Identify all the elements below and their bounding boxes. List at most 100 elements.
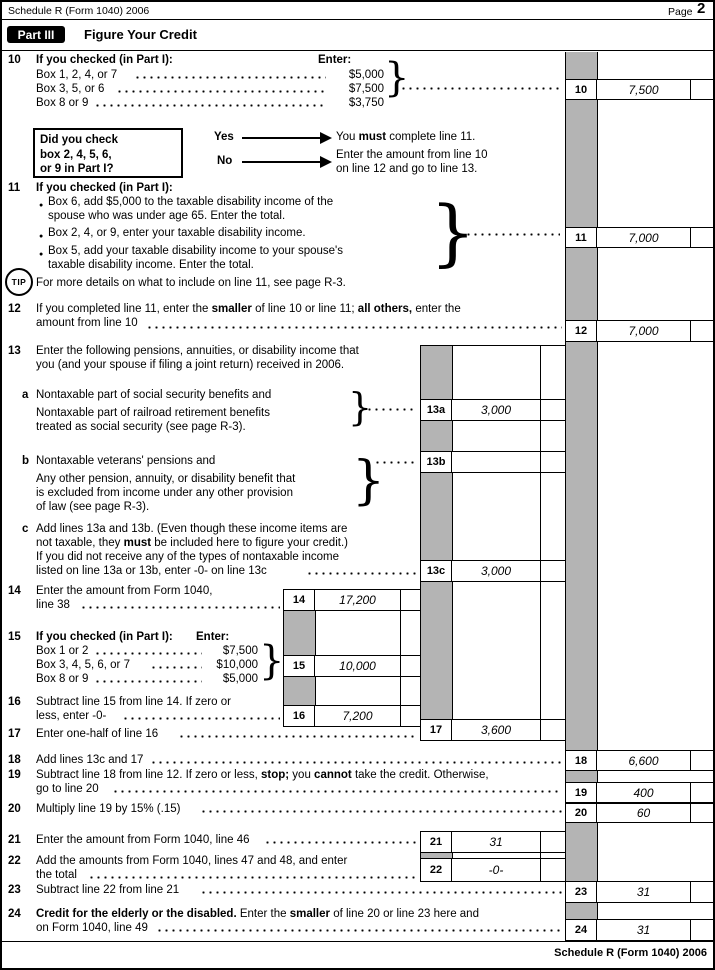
tip-icon: TIP (5, 268, 33, 296)
line10-box-number: 10 (565, 79, 597, 100)
yes-arrow-icon (320, 132, 332, 144)
line14-number: 14 (8, 585, 21, 597)
line18-amount-value: 6,600 (628, 753, 659, 768)
line22-cents-cell[interactable] (540, 858, 565, 882)
line20-amount-cell[interactable]: 60 (597, 803, 690, 823)
column-shade (283, 677, 315, 705)
line23-amount-cell[interactable]: 31 (597, 881, 690, 903)
line13a-amount-cell[interactable]: 3,000 (452, 399, 540, 421)
line13a-amount-value: 3,000 (480, 403, 512, 417)
line19-text: Subtract line 18 from line 12. If zero o… (36, 769, 489, 781)
line12-box-number: 12 (565, 320, 597, 342)
line10-row-amount: $5,000 (348, 69, 384, 81)
line13c-amount-cell[interactable]: 3,000 (452, 560, 540, 582)
line17-amount-cell[interactable]: 3,600 (452, 719, 540, 741)
line15-cents-cell[interactable] (400, 655, 420, 677)
line23-box-number: 23 (565, 881, 597, 903)
bullet-icon (39, 196, 43, 214)
line18-text: Add lines 13c and 17 (36, 754, 144, 766)
line13a-box-number: 13a (420, 399, 452, 421)
line13a-cents-cell[interactable] (540, 399, 565, 421)
line16-amount-cell[interactable]: 7,200 (315, 705, 400, 727)
line15-row-label: Box 3, 4, 5, 6, or 7 (36, 659, 130, 671)
no-result-text: on line 12 and go to line 13. (336, 163, 478, 175)
page-number: 2 (697, 0, 706, 17)
dotted-leader (202, 891, 562, 894)
line14-amount-cell[interactable]: 17,200 (315, 589, 400, 611)
line21-box-number: 21 (420, 831, 452, 853)
line15-box-number-label: 15 (292, 660, 306, 672)
line23-cents-cell[interactable] (690, 881, 713, 903)
line11-bullet-text: Box 6, add $5,000 to the taxable disabil… (48, 196, 334, 208)
line18-cents-cell[interactable] (690, 750, 713, 771)
dotted-leader (152, 666, 202, 669)
line13a-text: Nontaxable part of railroad retirement b… (36, 407, 270, 419)
line16-cents-cell[interactable] (400, 705, 420, 727)
line12-amount-cell[interactable]: 7,000 (597, 320, 690, 342)
line22-text: Add the amounts from Form 1040, lines 47… (36, 855, 348, 867)
line10-box-number-label: 10 (574, 83, 588, 96)
line21-number: 21 (8, 834, 21, 846)
line10-cents-cell[interactable] (690, 79, 713, 100)
rule (597, 52, 598, 941)
line21-amount-cell[interactable]: 31 (452, 831, 540, 853)
column-shade (420, 582, 452, 719)
line22-amount-cell[interactable]: -0- (452, 858, 540, 882)
dotted-leader (152, 761, 562, 764)
line15-row-label: Box 8 or 9 (36, 673, 89, 685)
line22-amount-value: -0- (488, 863, 504, 877)
dotted-leader (124, 717, 280, 720)
bullet-icon (39, 245, 43, 263)
dotted-leader (96, 680, 202, 683)
dotted-leader (202, 810, 562, 813)
line19-amount-cell[interactable]: 400 (597, 782, 690, 803)
line21-cents-cell[interactable] (540, 831, 565, 853)
line12-box-number-label: 12 (574, 325, 588, 337)
column-shade (565, 342, 597, 750)
line24-amount-cell[interactable]: 31 (597, 919, 690, 941)
dotted-leader (118, 90, 326, 93)
dotted-leader (96, 652, 202, 655)
line14-cents-cell[interactable] (400, 589, 420, 611)
rule (565, 52, 566, 941)
line20-cents-cell[interactable] (690, 803, 713, 823)
dotted-leader (114, 790, 562, 793)
line22-number: 22 (8, 855, 21, 867)
rule (540, 831, 541, 882)
line22-box-number: 22 (420, 858, 452, 882)
rule (420, 831, 421, 882)
line24-box-number-label: 24 (574, 924, 588, 936)
line19-cents-cell[interactable] (690, 782, 713, 803)
line17-cents-cell[interactable] (540, 719, 565, 741)
dotted-leader (266, 841, 418, 844)
column-shade (565, 823, 597, 881)
line13c-cents-cell[interactable] (540, 560, 565, 582)
line13b-cents-cell[interactable] (540, 451, 565, 473)
bullet-icon (39, 227, 43, 245)
line18-amount-cell[interactable]: 6,600 (597, 750, 690, 771)
line24-text: on Form 1040, line 49 (36, 922, 148, 934)
line12-cents-cell[interactable] (690, 320, 713, 342)
brace (259, 641, 284, 681)
tip-label: TIP (11, 277, 27, 287)
line21-amount-value: 31 (489, 835, 503, 849)
no-arrow-line (242, 161, 320, 163)
yes-label: Yes (214, 131, 234, 143)
column-shade (420, 853, 452, 858)
column-shade (565, 52, 597, 79)
line19-box-number-label: 19 (574, 786, 588, 799)
line10-row-amount: $7,500 (348, 83, 384, 95)
line13a-text: treated as social security (see page R-3… (36, 421, 246, 433)
line24-cents-cell[interactable] (690, 919, 713, 941)
line21-box-number-label: 21 (429, 836, 443, 848)
line11-cents-cell[interactable] (690, 227, 713, 248)
line10-amount-cell[interactable]: 7,500 (597, 79, 690, 100)
line18-box-number-label: 18 (574, 754, 588, 767)
dotted-leader (148, 326, 562, 329)
flowchart-question-line: or 9 in Part I? (40, 163, 114, 175)
line19-text: go to line 20 (36, 783, 99, 795)
line11-amount-cell[interactable]: 7,000 (597, 227, 690, 248)
line13b-amount-cell[interactable] (452, 451, 540, 473)
line15-amount-cell[interactable]: 10,000 (315, 655, 400, 677)
rule (420, 345, 565, 346)
